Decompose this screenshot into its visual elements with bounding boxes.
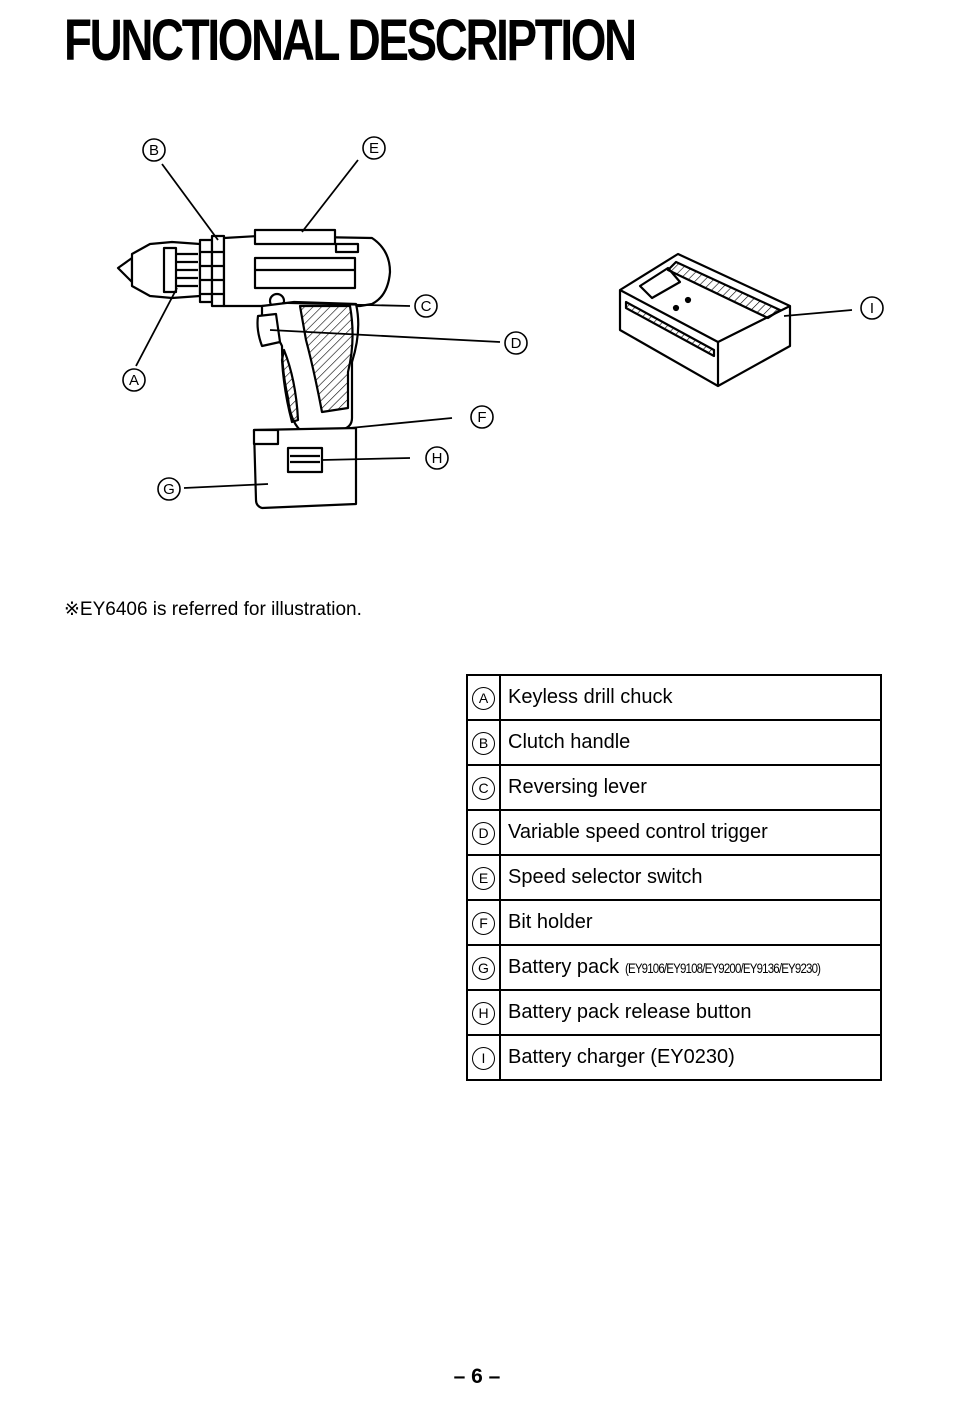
part-label: Battery pack release button	[499, 989, 882, 1036]
table-row: G Battery pack (EY9106/EY9108/EY9200/EY9…	[466, 944, 882, 991]
callout-speed-trigger: D	[504, 331, 528, 355]
part-letter: H	[472, 1001, 495, 1025]
part-letter: I	[472, 1046, 495, 1070]
svg-text:H: H	[432, 450, 443, 467]
callout-bit-holder: F	[470, 405, 494, 429]
drill-drawing	[116, 228, 392, 510]
part-letter: C	[472, 776, 495, 800]
svg-text:G: G	[163, 481, 175, 498]
part-letter: G	[472, 956, 495, 980]
svg-text:A: A	[129, 372, 139, 389]
table-row: F Bit holder	[466, 899, 882, 946]
callout-reversing-lever: C	[414, 294, 438, 318]
svg-text:C: C	[421, 298, 432, 315]
table-row: C Reversing lever	[466, 764, 882, 811]
part-letter: F	[472, 911, 495, 935]
part-label: Battery pack	[508, 956, 620, 978]
callout-clutch-handle: B	[142, 138, 166, 162]
table-row: A Keyless drill chuck	[466, 674, 882, 721]
illustration-note: ※EY6406 is referred for illustration.	[64, 599, 362, 620]
callout-drill-chuck: A	[122, 368, 146, 392]
svg-text:B: B	[149, 142, 159, 159]
svg-text:F: F	[477, 409, 486, 426]
table-row: B Clutch handle	[466, 719, 882, 766]
page-number: – 6 –	[453, 1365, 501, 1388]
part-letter: E	[472, 866, 495, 890]
battery-model-list: (EY9106/EY9108/EY9200/EY9136/EY9230)	[624, 960, 821, 976]
part-label: Keyless drill chuck	[499, 674, 882, 721]
part-label: Bit holder	[499, 899, 882, 946]
part-label: Reversing lever	[499, 764, 882, 811]
part-label: Battery charger (EY0230)	[499, 1034, 882, 1081]
callout-release-button: H	[425, 446, 449, 470]
part-letter: A	[472, 686, 495, 710]
charger-drawing	[618, 252, 792, 388]
part-letter: D	[472, 821, 495, 845]
part-label: Clutch handle	[499, 719, 882, 766]
part-letter: B	[472, 731, 495, 755]
page-title: FUNCTIONAL DESCRIPTION	[64, 8, 637, 73]
leader-lines	[135, 159, 853, 489]
callout-charger: I	[860, 296, 884, 320]
part-label-battery: Battery pack (EY9106/EY9108/EY9200/EY913…	[499, 944, 882, 991]
table-row: H Battery pack release button	[466, 989, 882, 1036]
table-row: E Speed selector switch	[466, 854, 882, 901]
drill-and-charger-illustration: A B C D E F G H	[116, 136, 884, 510]
parts-table: A Keyless drill chuck B Clutch handle C …	[466, 674, 882, 1081]
table-row: D Variable speed control trigger	[466, 809, 882, 856]
callout-battery-pack: G	[157, 477, 181, 501]
callout-speed-selector: E	[362, 136, 386, 160]
svg-text:I: I	[870, 300, 874, 317]
part-label: Speed selector switch	[499, 854, 882, 901]
svg-text:D: D	[511, 335, 522, 352]
table-row: I Battery charger (EY0230)	[466, 1034, 882, 1081]
svg-text:E: E	[369, 140, 379, 157]
part-label: Variable speed control trigger	[499, 809, 882, 856]
